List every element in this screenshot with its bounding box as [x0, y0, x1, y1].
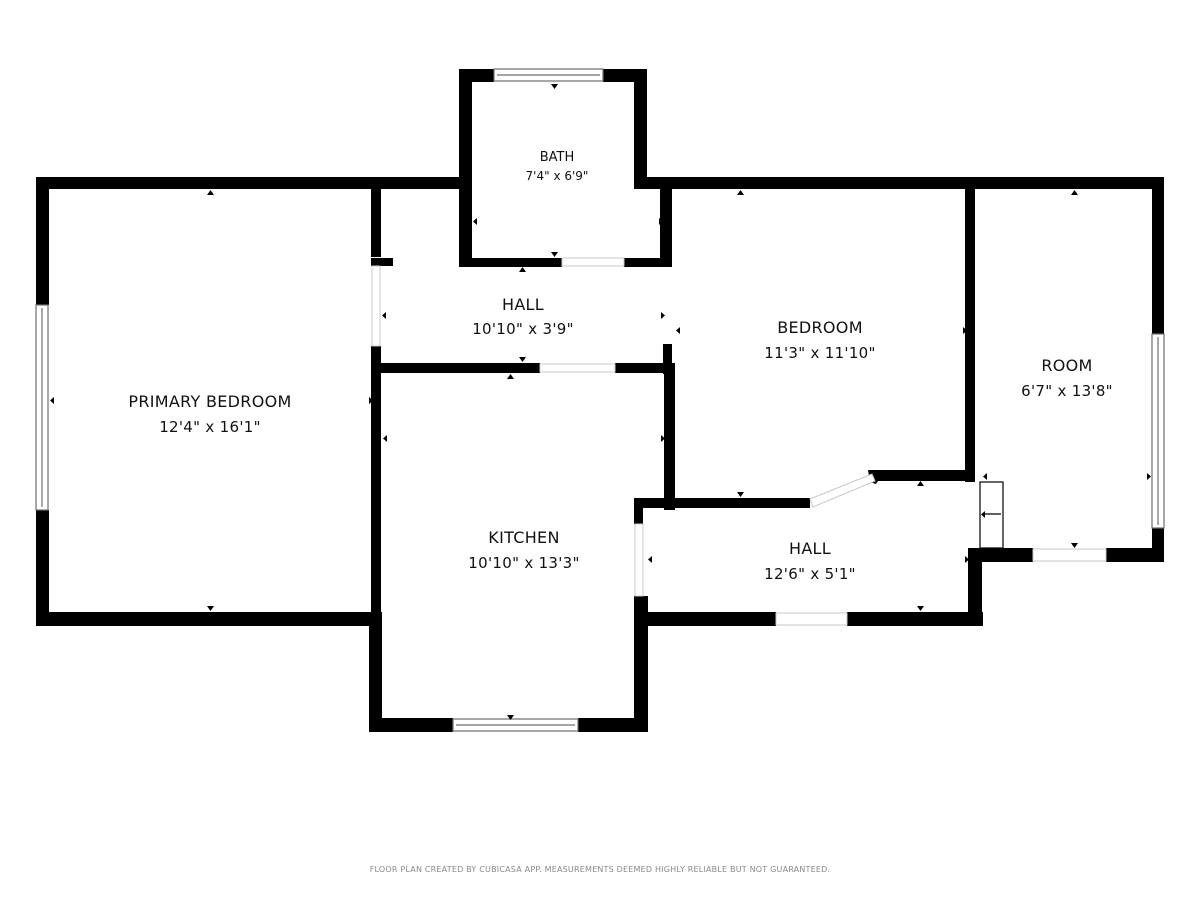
- hall-upper-dimensions: 10'10" x 3'9": [472, 320, 574, 338]
- wall-kitchen-right-upper: [634, 498, 643, 524]
- wall-hall-bottom-right: [615, 363, 672, 373]
- marker-hall-bottom: [519, 357, 526, 362]
- wall-lhall-right: [968, 548, 982, 626]
- marker-bath-left: [473, 218, 477, 225]
- hall-lower-dimensions: 12'6" x 5'1": [764, 565, 856, 583]
- primary-bedroom-name: PRIMARY BEDROOM: [128, 392, 291, 411]
- wall-primary-right-lower: [371, 346, 381, 626]
- wall-hall-top: [371, 258, 393, 266]
- wall-bath-bottom-left: [459, 258, 562, 267]
- hall-lower-name: HALL: [789, 539, 831, 558]
- door-bath: [561, 257, 625, 267]
- footer-disclaimer: FLOOR PLAN CREATED BY CUBICASA APP. MEAS…: [370, 865, 830, 874]
- door-room-bottom: [1032, 548, 1107, 562]
- wall-bedroom-bottom-angle: [868, 470, 975, 484]
- wall-primary-right-upper: [371, 189, 381, 257]
- marker-primary-left: [50, 397, 54, 404]
- wall-primary-bottom: [36, 612, 382, 626]
- window-bath-top: [493, 68, 604, 82]
- marker-lhall-right: [965, 556, 969, 563]
- marker-room-left: [983, 473, 987, 480]
- door-lowerhall-exit: [775, 612, 848, 626]
- marker-bedroom-bottom: [737, 492, 744, 497]
- room-nook: [979, 481, 1004, 549]
- bath-dimensions: 7'4" x 6'9": [526, 169, 589, 183]
- wall-bath-top-left: [459, 69, 494, 82]
- wall-lhall-bottom-right: [847, 612, 983, 626]
- door-hall-primary: [371, 265, 381, 347]
- wall-bedroom-top: [634, 177, 1164, 189]
- wall-primary-top: [36, 177, 466, 189]
- door-kitchen-lowerhall: [634, 523, 644, 597]
- kitchen-name: KITCHEN: [488, 528, 559, 547]
- wall-room-right-upper: [1152, 177, 1164, 334]
- marker-bath-bottom: [551, 252, 558, 257]
- window-kitchen-bottom: [452, 718, 579, 732]
- marker-kitchen-top: [507, 374, 514, 379]
- marker-bath-right: [659, 218, 663, 225]
- marker-kitchen-bottom: [507, 715, 514, 720]
- marker-kitchen-left: [383, 435, 387, 442]
- marker-primary-bottom: [207, 606, 214, 611]
- marker-primary-right: [369, 397, 373, 404]
- wall-bath-right-upper: [634, 69, 647, 187]
- marker-bedroom-angle: [917, 481, 924, 486]
- marker-room-bottom: [1071, 543, 1078, 548]
- wall-kitchen-right-lower: [634, 596, 648, 732]
- marker-kitchen-right: [661, 435, 665, 442]
- room-name: ROOM: [1041, 356, 1092, 375]
- wall-primary-left-lower: [36, 510, 49, 626]
- wall-bath-bottom-right: [624, 258, 672, 267]
- bath-name: BATH: [540, 150, 575, 165]
- room-labels: PRIMARY BEDROOM 12'4" x 16'1" BATH 7'4" …: [128, 150, 1112, 583]
- bedroom-name: BEDROOM: [777, 318, 863, 337]
- wall-bath-right-lower: [660, 187, 672, 267]
- marker-hall-right-b: [676, 327, 680, 334]
- room-dimensions: 6'7" x 13'8": [1021, 382, 1113, 400]
- windows: [35, 68, 1165, 732]
- wall-kitchen-left-lower: [369, 612, 382, 732]
- window-primary-left: [35, 304, 49, 511]
- bedroom-dimensions: 11'3" x 11'10": [764, 344, 875, 362]
- wall-hall-right-lower: [663, 344, 672, 374]
- wall-bedroom-bottom-left: [635, 498, 810, 508]
- wall-kitchen-bottom-right: [578, 718, 648, 732]
- wall-primary-left-upper: [36, 177, 49, 305]
- marker-room-right: [1147, 473, 1151, 480]
- wall-bedroom-right: [965, 187, 975, 482]
- openings: [371, 257, 1107, 626]
- wall-room-bottom-left: [968, 548, 1033, 562]
- marker-bath-top: [551, 84, 558, 89]
- wall-kitchen-bottom-left: [369, 718, 453, 732]
- marker-hall-right: [661, 312, 665, 319]
- primary-bedroom-dimensions: 12'4" x 16'1": [159, 418, 261, 436]
- wall-bedroom-left: [664, 363, 675, 510]
- marker-bedroom-top: [737, 190, 744, 195]
- marker-hall-top: [519, 267, 526, 272]
- wall-markers: [50, 84, 1151, 720]
- door-hall-kitchen: [539, 363, 616, 373]
- wall-bath-left: [459, 69, 472, 265]
- kitchen-dimensions: 10'10" x 13'3": [468, 554, 579, 572]
- marker-lhall-bottom: [917, 606, 924, 611]
- marker-bedroom-right: [963, 327, 967, 334]
- marker-hall-left: [382, 312, 386, 319]
- door-bedroom-angle: [809, 473, 876, 508]
- walls: [36, 69, 1164, 732]
- marker-primary-top: [207, 190, 214, 195]
- hall-upper-name: HALL: [502, 295, 544, 314]
- marker-lhall-left: [648, 556, 652, 563]
- marker-room-top: [1071, 190, 1078, 195]
- marker-room-nook: [981, 511, 985, 518]
- wall-hall-bottom-left: [371, 363, 540, 373]
- window-room-right: [1151, 333, 1165, 529]
- wall-room-bottom-right: [1106, 548, 1164, 562]
- wall-lhall-bottom-left: [634, 612, 776, 626]
